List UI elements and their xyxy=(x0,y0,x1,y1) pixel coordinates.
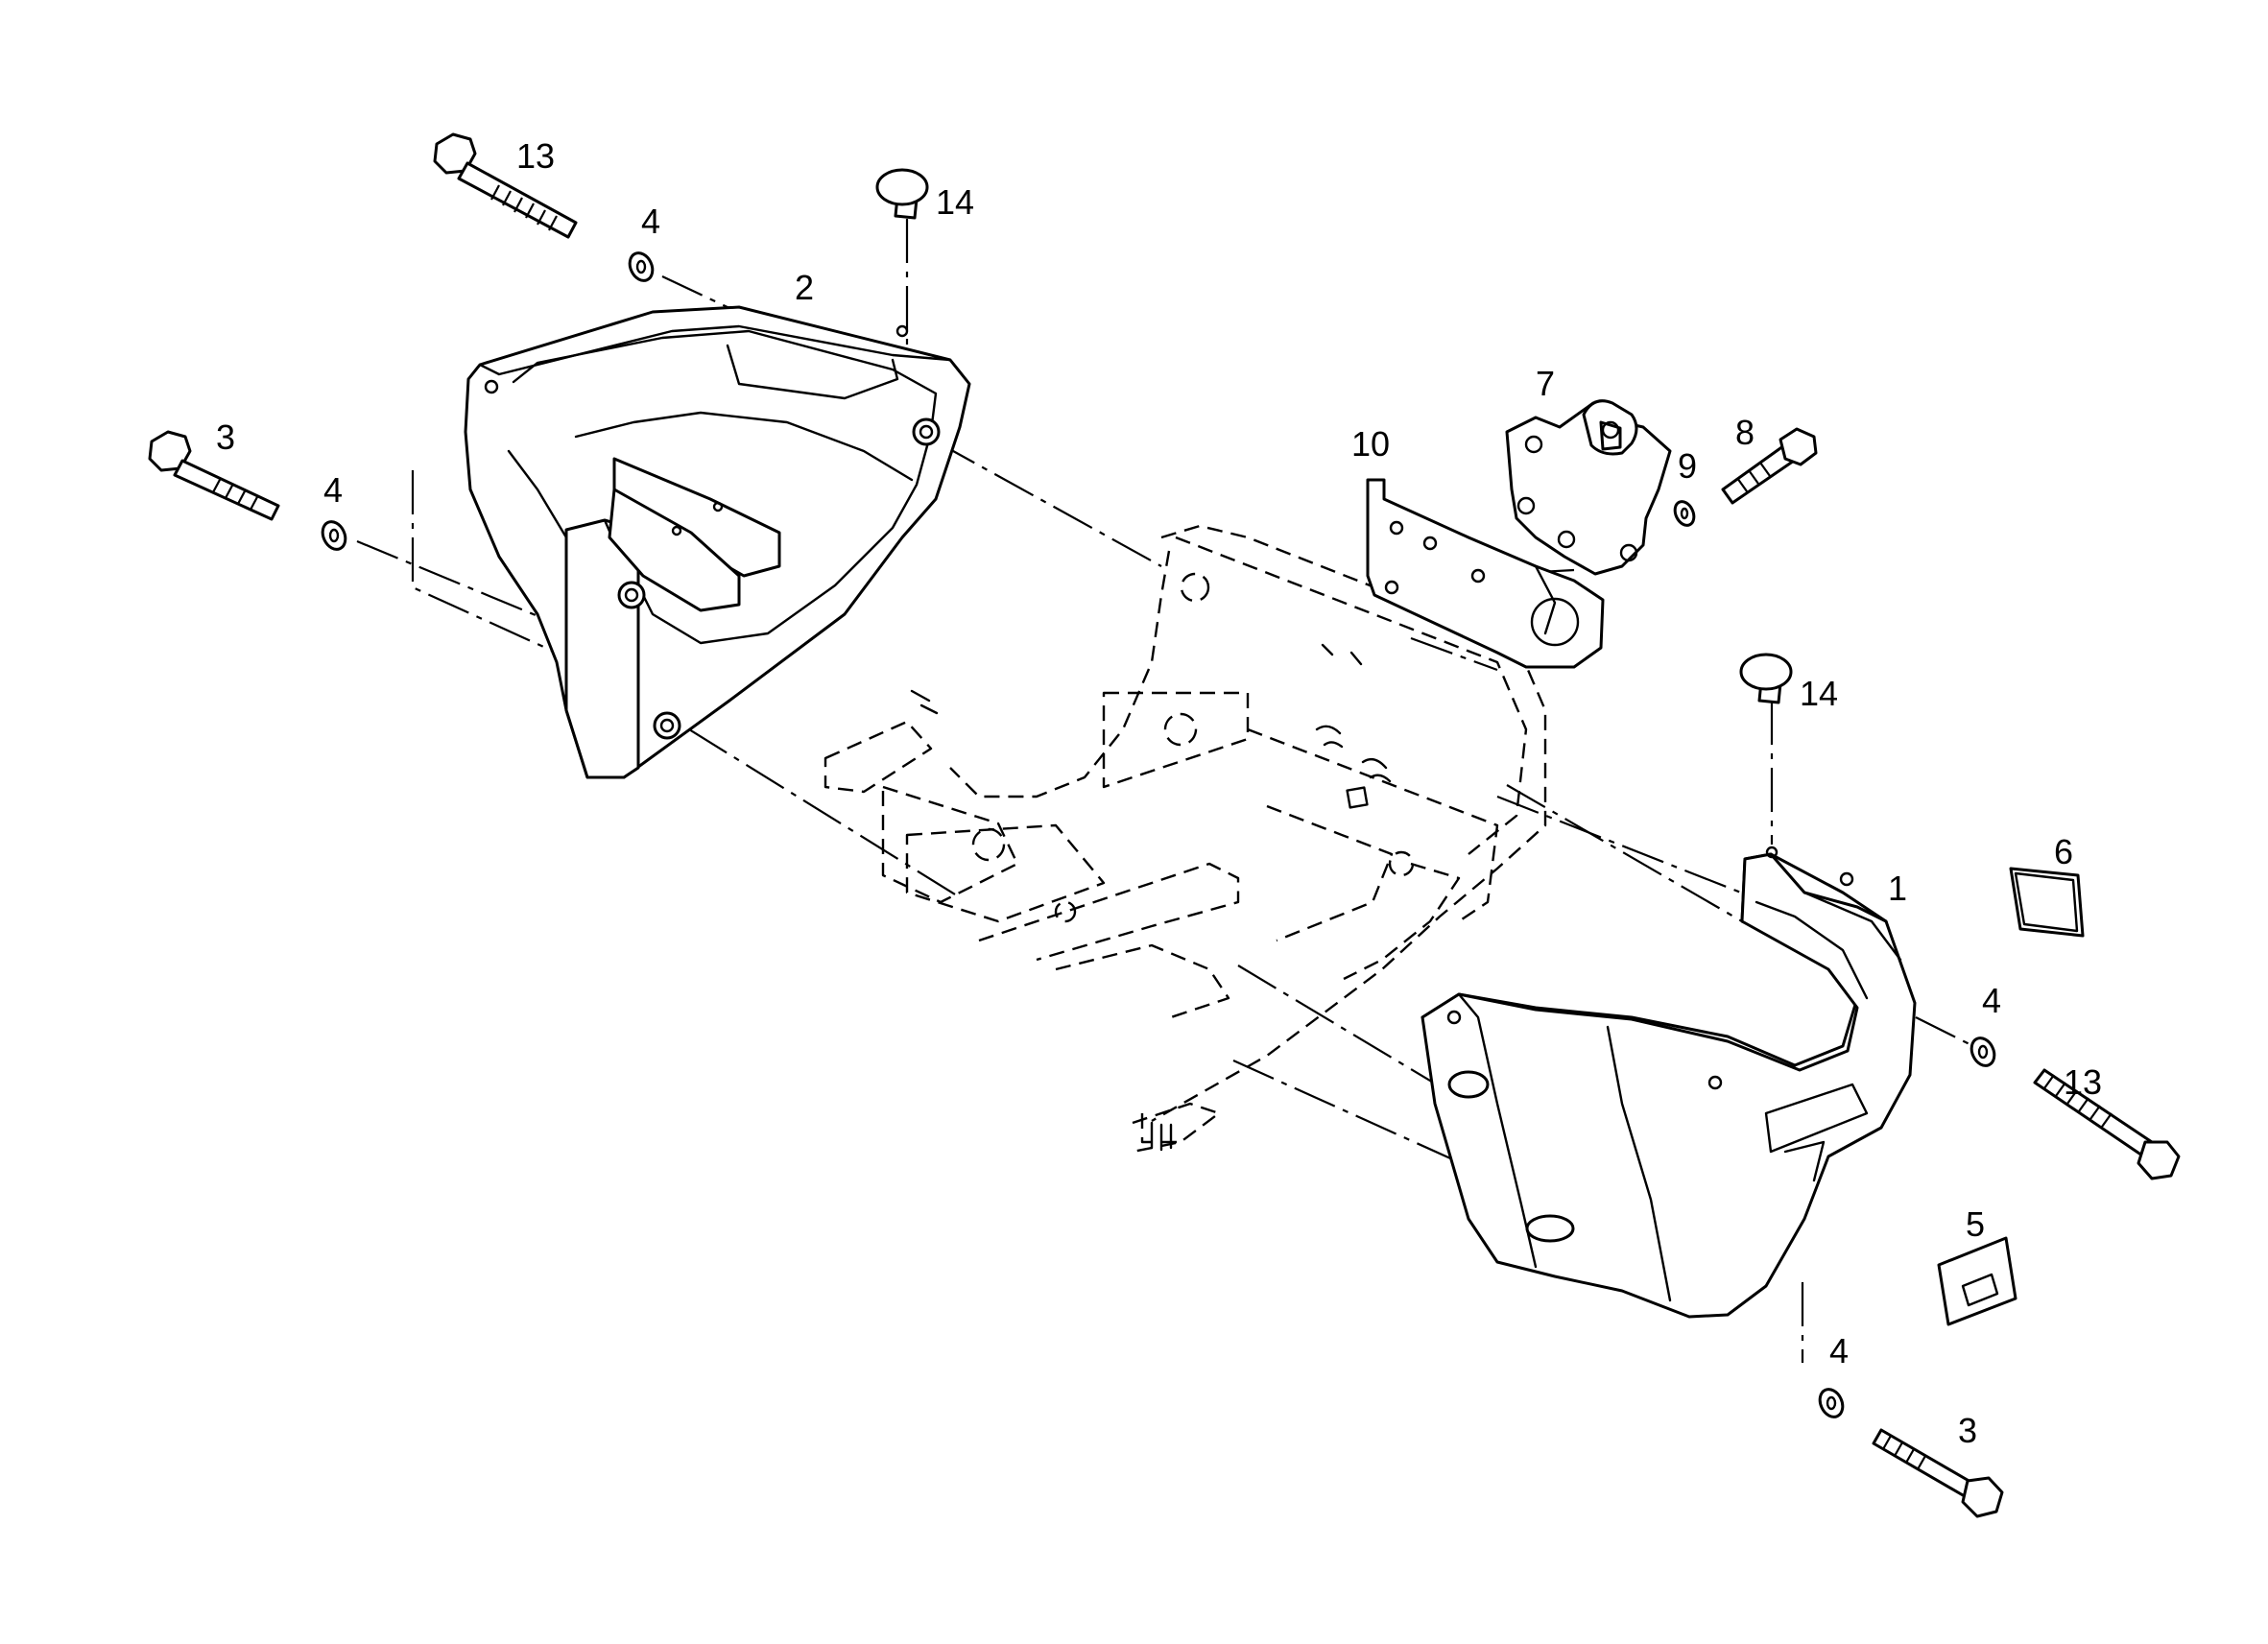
callout-13-top: 13 xyxy=(516,136,555,176)
cap-14-top xyxy=(875,168,929,220)
hitch-pin xyxy=(1505,399,1672,576)
callout-13-right: 13 xyxy=(2064,1062,2102,1102)
weight-left xyxy=(464,305,971,779)
washer-4-bottom xyxy=(1818,1388,1845,1418)
callout-labels: 13 4 14 2 3 4 7 10 8 9 14 6 1 4 13 5 4 3 xyxy=(216,136,2102,1450)
washer-4-right xyxy=(1970,1036,1996,1067)
callout-1: 1 xyxy=(1888,869,1907,908)
callout-5: 5 xyxy=(1966,1204,1985,1244)
washer-9 xyxy=(1673,500,1696,527)
bolt-8 xyxy=(1721,427,1818,505)
callout-10: 10 xyxy=(1351,424,1390,464)
washer-4-top xyxy=(628,251,655,282)
callout-7: 7 xyxy=(1536,364,1555,403)
callout-3-left: 3 xyxy=(216,417,235,457)
callout-8: 8 xyxy=(1735,413,1755,452)
callout-2: 2 xyxy=(795,268,814,307)
bolt-13-top xyxy=(433,132,578,239)
reflector-5 xyxy=(1937,1236,2017,1326)
callout-4-bottom: 4 xyxy=(1829,1331,1849,1370)
callout-6: 6 xyxy=(2054,832,2073,871)
callout-14-right: 14 xyxy=(1800,674,1838,713)
decal-6 xyxy=(2009,867,2085,938)
callout-3-right: 3 xyxy=(1958,1411,1977,1450)
weight-right xyxy=(1420,846,1917,1319)
reflector-5-pattern xyxy=(1961,1273,1999,1307)
callout-4-right: 4 xyxy=(1982,981,2001,1020)
callout-9: 9 xyxy=(1678,446,1697,486)
washer-4-left xyxy=(321,520,347,551)
cap-14-right xyxy=(1739,653,1793,704)
bracket-plate xyxy=(1366,478,1605,669)
bolt-3-right xyxy=(1872,1428,2004,1518)
callout-4-left: 4 xyxy=(323,470,343,510)
bolt-3-left xyxy=(148,430,280,521)
callout-4-top: 4 xyxy=(641,202,660,241)
callout-14-top: 14 xyxy=(936,182,974,222)
bolt-13-right xyxy=(2033,1068,2181,1180)
hidden-frame xyxy=(824,524,1547,1154)
